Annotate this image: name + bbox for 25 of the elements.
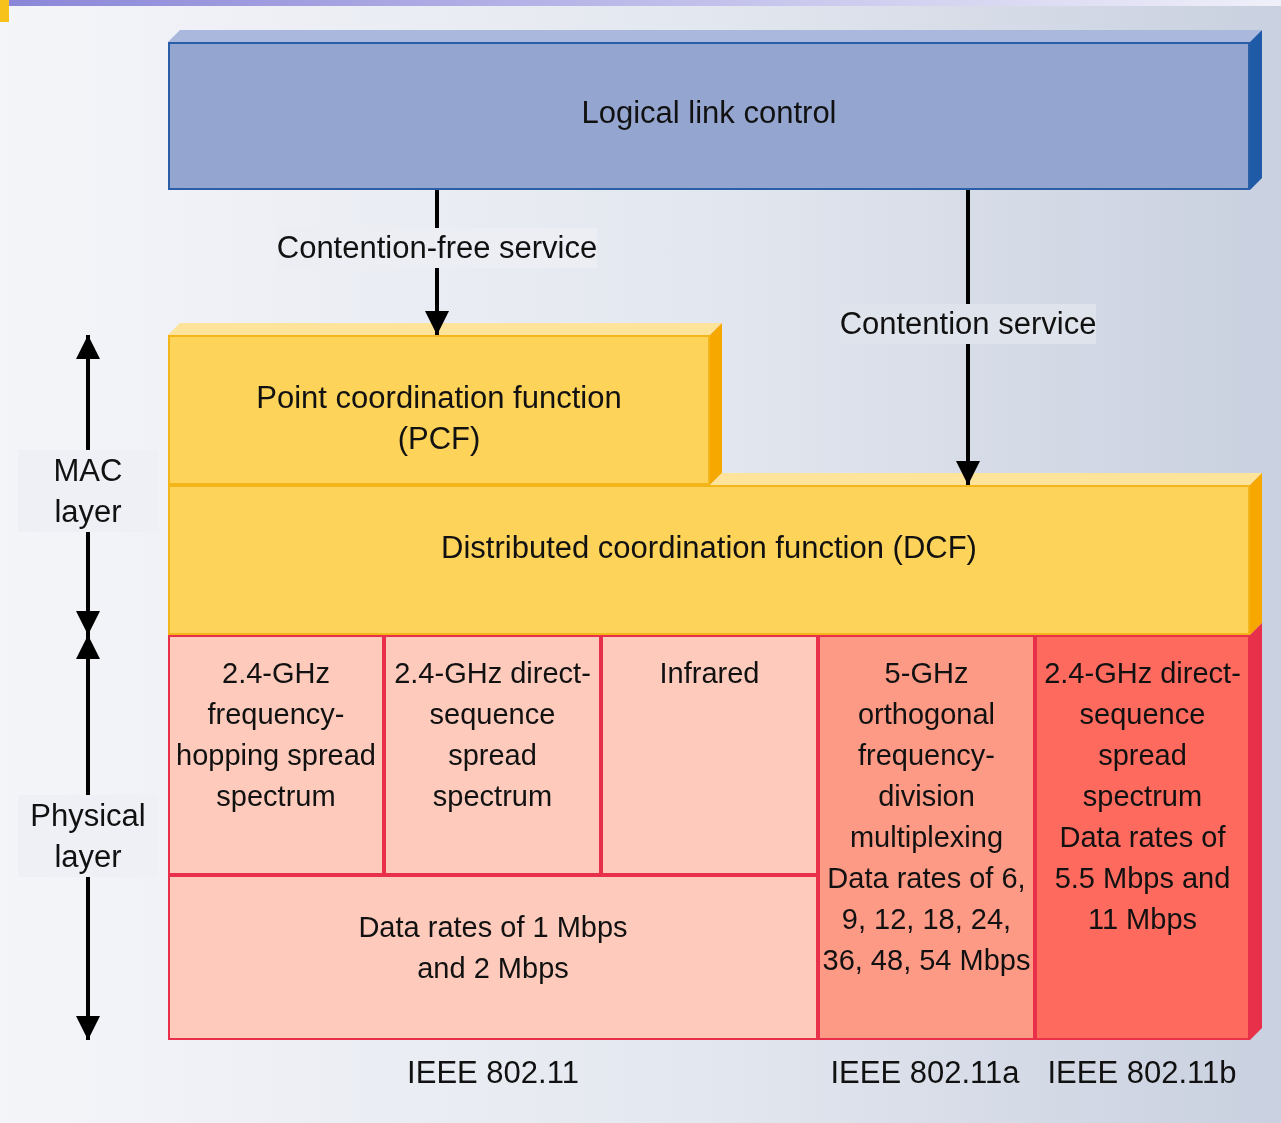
protocol-label: Infrared — [658, 656, 761, 691]
standard-label: IEEE 802.11 — [407, 1054, 579, 1092]
protocol-label: 2.4-GHz frequency-hopping spread spectrum — [175, 656, 377, 814]
standard-label: IEEE 802.11a — [830, 1054, 1020, 1092]
edge-label: Contention-free service — [276, 228, 598, 268]
layer-label: Point coordination function (PCF) — [255, 379, 623, 458]
protocol-cell — [601, 635, 818, 875]
protocol-cell — [384, 635, 601, 875]
protocol-label: 5-GHz orthogonal frequency-division multiplexing — [848, 656, 1005, 855]
protocol-label: Data rates of 5.5 Mbps and 11 Mbps — [1053, 820, 1232, 937]
layer-label: Distributed coordination function (DCF) — [440, 529, 978, 567]
protocol-cell — [168, 875, 818, 1040]
layer-box — [168, 473, 1262, 635]
standard-label: IEEE 802.11b — [1047, 1054, 1237, 1092]
protocol-label: Data rates of 1 Mbps and 2 Mbps — [357, 910, 629, 986]
layer-label: Logical link control — [580, 94, 838, 132]
layer-box — [168, 323, 722, 485]
protocol-cell — [1035, 623, 1262, 1040]
protocol-label: 2.4-GHz direct-sequence spread spectrum — [1043, 656, 1242, 814]
edge-label: Contention service — [839, 304, 1097, 344]
protocol-cell — [168, 635, 384, 875]
protocol-label: Data rates of 6, 9, 12, 18, 24, 36, 48, 54 Mbps — [821, 861, 1032, 978]
layer-box — [168, 30, 1262, 190]
protocol-cell — [818, 635, 1035, 1040]
protocol-label: 2.4-GHz direct-sequence spread spectrum — [393, 656, 592, 814]
